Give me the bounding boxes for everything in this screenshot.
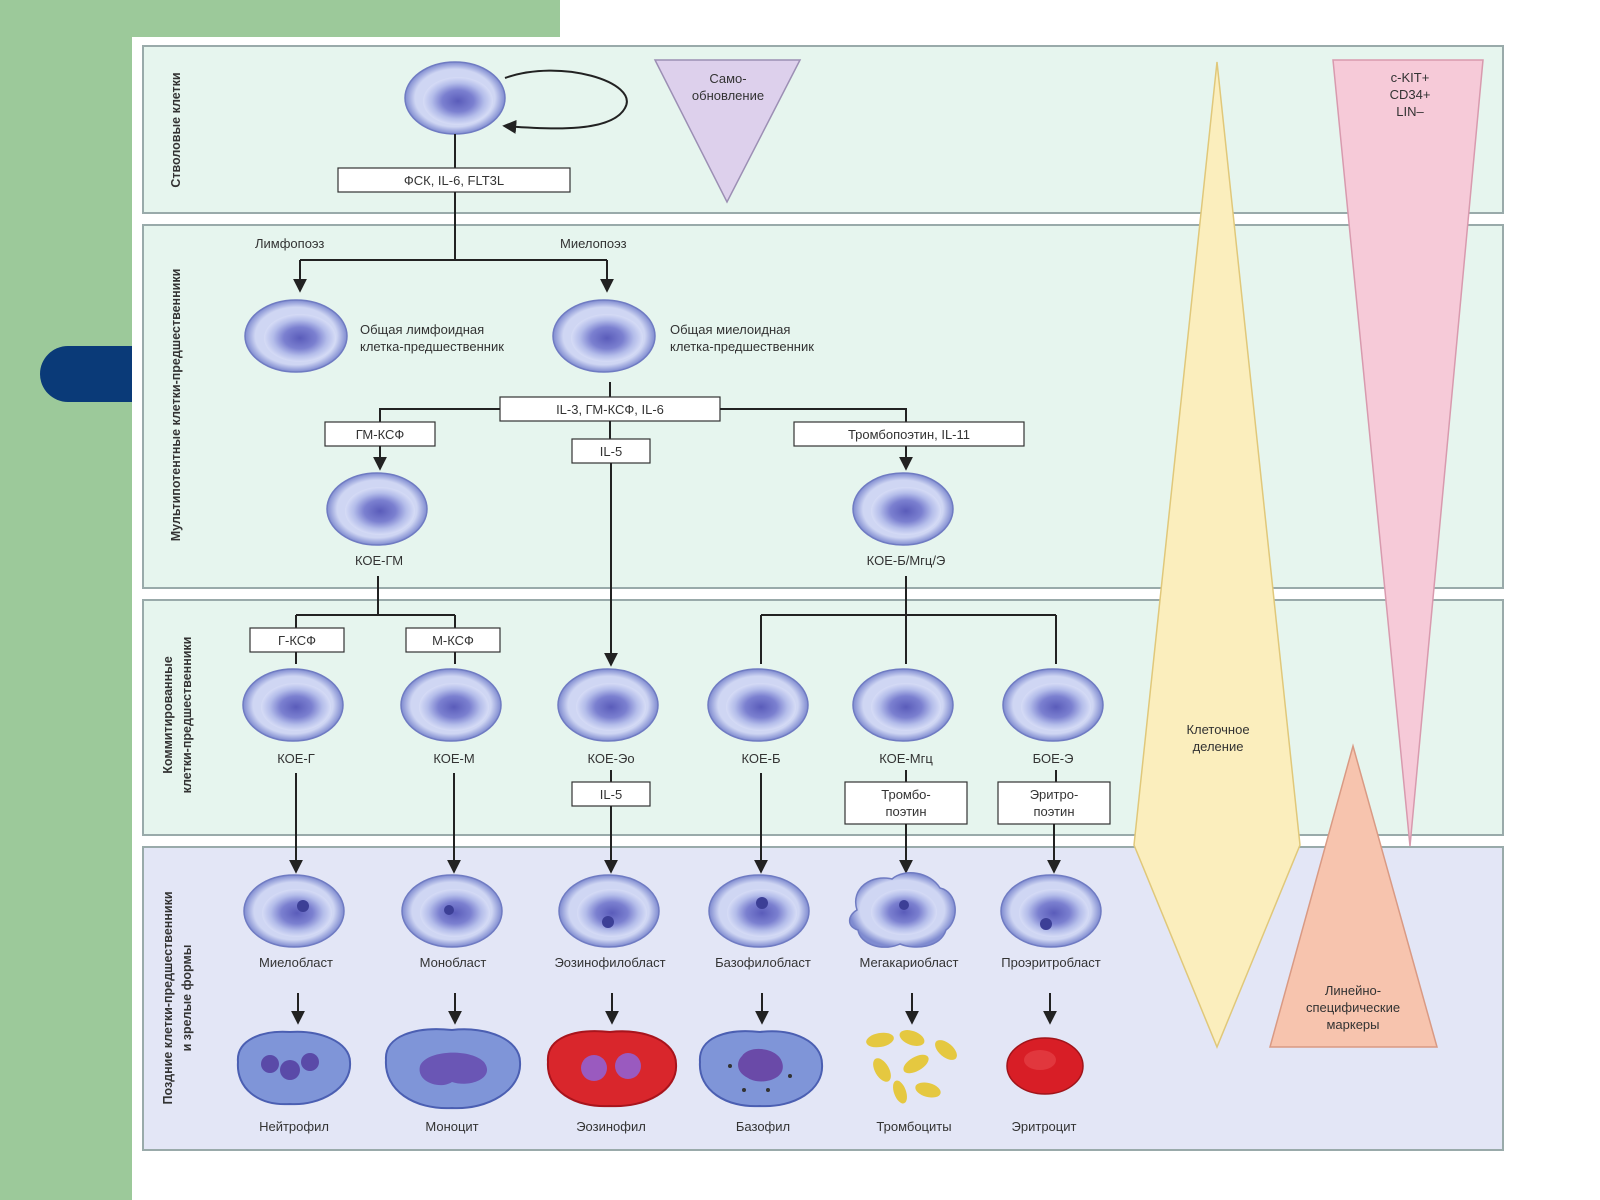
erythrocyte-cell [1006, 1037, 1084, 1095]
monocyte-cell [384, 1028, 522, 1110]
section-label-committed-1: Коммитированные [161, 656, 175, 774]
stem-markers-triangle [1332, 59, 1484, 847]
il5-bottom-label: IL-5 [600, 787, 622, 802]
lineage-markers-triangle [1269, 743, 1438, 1048]
common-lymphoid-progenitor-cell [244, 299, 348, 373]
tpo-il11-box [793, 421, 1025, 447]
m-csf-label: М-КСФ [432, 633, 474, 648]
mature-label-3: Базофил [736, 1119, 790, 1134]
cfu-b-mgc-e-cell [852, 472, 954, 546]
top-green-bar [132, 0, 560, 37]
cfu-eo-cell [557, 668, 659, 742]
mature-label-2: Эозинофил [576, 1119, 646, 1134]
lymphopoiesis-label: Лимфопоэз [255, 236, 324, 251]
blast-label-2: Эозинофилобласт [554, 955, 665, 970]
tpo-label-1: Тромбо- [881, 787, 930, 802]
lineage-label-1: Линейно- [1325, 983, 1381, 998]
cfu-eo-label: КОЕ-Эо [587, 751, 634, 766]
basophil-cell [698, 1030, 824, 1108]
eosinophil-cell [546, 1030, 678, 1108]
g-csf-box [249, 627, 345, 653]
il5-top-label: IL-5 [600, 444, 622, 459]
side-tab [40, 346, 132, 402]
cfu-gm-cell [326, 472, 428, 546]
marker-lin: LIN– [1396, 104, 1424, 119]
cfu-mgc-cell [852, 668, 954, 742]
cfu-gm-label: КОЕ-ГМ [355, 553, 403, 568]
cell-division-diamond [1133, 61, 1301, 1049]
mature-label-0: Нейтрофил [259, 1119, 329, 1134]
self-renewal-label-2: обновление [692, 88, 764, 103]
cfu-m-label: КОЕ-М [433, 751, 474, 766]
myeloid-progenitor-label-2: клетка-предшественник [670, 339, 814, 354]
blast-label-0: Миелобласт [259, 955, 333, 970]
monoblast-cell [401, 874, 503, 948]
cfu-b-mgc-e-label: КОЕ-Б/Мгц/Э [867, 553, 946, 568]
cfu-b-cell [707, 668, 809, 742]
cfu-m-cell [400, 668, 502, 742]
mature-label-5: Эритроцит [1012, 1119, 1077, 1134]
epo-label-1: Эритро- [1030, 787, 1079, 802]
basophiloblast-cell [708, 874, 810, 948]
cfu-g-cell [242, 668, 344, 742]
m-csf-box [405, 627, 501, 653]
il3-group-box [499, 396, 721, 422]
tpo-il11-label: Тромбопоэтин, IL-11 [848, 427, 970, 442]
section-label-multipotent: Мультипотентные клетки-предшественники [169, 269, 183, 542]
il3-group-label: IL-3, ГМ-КСФ, IL-6 [556, 402, 664, 417]
cfu-g-label: КОЕ-Г [277, 751, 315, 766]
blast-label-4: Мегакариобласт [860, 955, 959, 970]
stem-factors-box [337, 167, 571, 193]
proerythroblast-cell [1000, 874, 1102, 948]
mature-label-1: Моноцит [425, 1119, 478, 1134]
left-green-bar [0, 0, 132, 1200]
myelopoiesis-label: Миелопоэз [560, 236, 627, 251]
marker-ckit: c-KIT+ [1391, 70, 1430, 85]
il5-top-box [571, 438, 651, 464]
tpo-box [844, 781, 968, 825]
g-csf-label: Г-КСФ [278, 633, 316, 648]
self-renewal-arrow [502, 69, 628, 134]
common-myeloid-progenitor-cell [552, 299, 656, 373]
self-renewal-label-1: Само- [709, 71, 746, 86]
epo-label-2: поэтин [1033, 804, 1074, 819]
lineage-label-3: маркеры [1326, 1017, 1379, 1032]
platelets [866, 1030, 957, 1104]
lymphoid-progenitor-label-2: клетка-предшественник [360, 339, 504, 354]
mature-label-4: Тромбоциты [876, 1119, 951, 1134]
cfu-mgc-label: КОЕ-Мгц [879, 751, 933, 766]
bfu-e-cell [1002, 668, 1104, 742]
tpo-label-2: поэтин [885, 804, 926, 819]
eosinophiloblast-cell [558, 874, 660, 948]
megakaryoblast-cell [848, 872, 956, 948]
cell-division-label-1: Клеточное [1186, 722, 1249, 737]
myeloid-progenitor-label-1: Общая миелоидная [670, 322, 790, 337]
stem-factors-label: ФСК, IL-6, FLT3L [404, 173, 504, 188]
blast-label-1: Монобласт [420, 955, 487, 970]
committed-band [142, 599, 1504, 836]
marker-cd34: CD34+ [1390, 87, 1431, 102]
cfu-b-label: КОЕ-Б [741, 751, 780, 766]
lineage-label-2: специфические [1306, 1000, 1400, 1015]
gm-csf-label: ГМ-КСФ [356, 427, 405, 442]
bfu-e-label: БОЕ-Э [1033, 751, 1074, 766]
cell-division-label-2: деление [1193, 739, 1244, 754]
self-renewal-triangle [653, 59, 802, 204]
section-label-late-2: и зрелые формы [180, 945, 194, 1052]
section-label-stem: Стволовые клетки [169, 72, 183, 187]
neutrophil-cell [236, 1030, 352, 1106]
blast-label-5: Проэритробласт [1001, 955, 1101, 970]
epo-box [997, 781, 1111, 825]
lymphoid-progenitor-label-1: Общая лимфоидная [360, 322, 484, 337]
stem-cell [404, 61, 506, 135]
blast-label-3: Базофилобласт [715, 955, 811, 970]
myeloblast-cell [243, 874, 345, 948]
section-label-committed-2: клетки-предшественники [180, 637, 194, 794]
section-label-late-1: Поздние клетки-предшественники [161, 891, 175, 1104]
